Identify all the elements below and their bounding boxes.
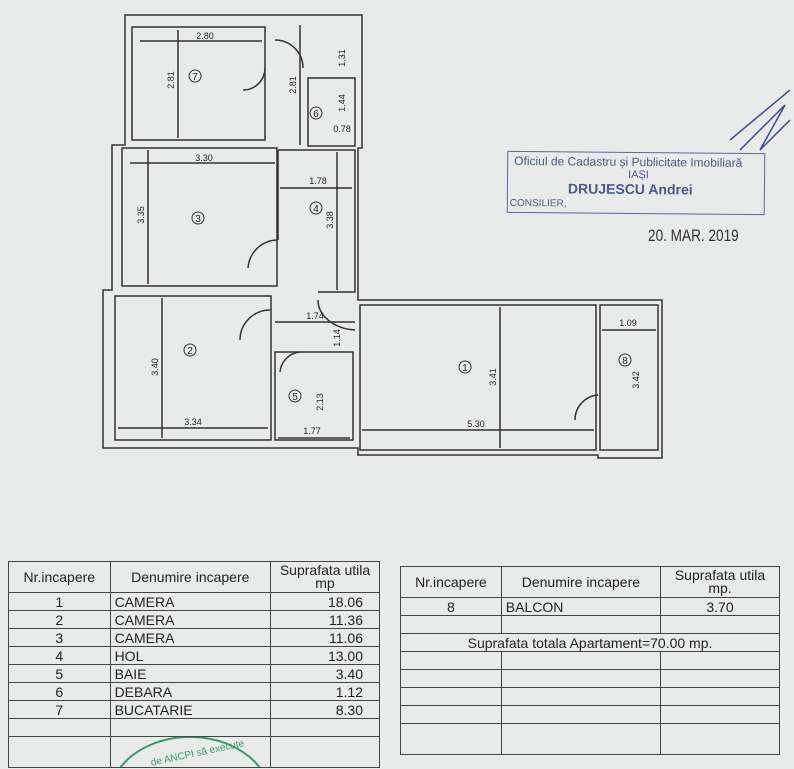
dimension-label: 3.41 <box>488 368 498 386</box>
room-marker-5 <box>288 389 302 403</box>
col-header: Denumire incapere <box>109 561 272 593</box>
col-header: Nr.incapere <box>8 561 111 593</box>
dimension-label: 1.44 <box>337 94 347 112</box>
room-marker-3 <box>191 211 205 225</box>
dimension-label: 3.40 <box>150 358 160 376</box>
dimension-label: 2.80 <box>196 31 214 41</box>
room-number: 5 <box>292 392 298 403</box>
dimension-label: 3.42 <box>631 371 641 389</box>
table-row <box>400 669 780 688</box>
dimension-label: 1.14 <box>332 329 342 347</box>
room-number: 4 <box>313 204 319 215</box>
cell: 1.12 <box>270 682 380 701</box>
signature <box>729 89 791 151</box>
col-header: Nr.incapere <box>400 566 502 598</box>
dimension-label: 5.30 <box>467 419 485 429</box>
cell: 3.70 <box>660 597 780 616</box>
cell: BALCON <box>500 597 662 616</box>
table-row <box>400 723 780 755</box>
room-number: 6 <box>313 109 319 120</box>
cell: 5 <box>8 664 111 683</box>
cell: 3 <box>8 628 111 647</box>
room-number: 8 <box>622 356 628 367</box>
cell: 7 <box>8 700 111 719</box>
cell: 8 <box>400 597 502 616</box>
cell: DEBARA <box>109 682 272 701</box>
dimension-label: 3.35 <box>136 206 146 224</box>
dimension-label: 1.77 <box>303 426 321 436</box>
table-row <box>400 705 780 724</box>
dimension-label: 3.34 <box>184 417 202 427</box>
total-row: Suprafata totala Apartament=70.00 mp. <box>400 633 780 652</box>
dimension-label: 1.31 <box>337 49 347 67</box>
room-marker-2 <box>183 343 197 357</box>
room-marker-7 <box>188 69 202 83</box>
cell: 6 <box>8 682 111 701</box>
dimension-label: 1.09 <box>619 318 637 328</box>
stamp-role: CONSILIER, <box>509 197 567 210</box>
table-row <box>400 615 780 634</box>
cell: 3.40 <box>270 664 380 683</box>
dimension-label: 1.74 <box>306 311 324 321</box>
room-marker-8 <box>618 353 632 367</box>
room-number: 7 <box>192 72 198 83</box>
cell: 8.30 <box>270 700 380 719</box>
cell: CAMERA <box>109 610 272 629</box>
cell: 2 <box>8 610 111 629</box>
dimension-label: 0.78 <box>333 124 351 134</box>
cell: 13.00 <box>270 646 380 665</box>
cell: HOL <box>109 646 272 665</box>
cell: 11.36 <box>270 610 380 629</box>
stamp-office: Oficiul de Cadastru și Publicitate Imobi… <box>514 153 743 170</box>
stamp-date: 20. MAR. 2019 <box>648 226 739 245</box>
table-row <box>8 718 380 737</box>
room-marker-1 <box>458 360 472 374</box>
rooms-table: Nr.incapere Denumire incapere Suprafata … <box>8 561 380 768</box>
col-header: Suprafata utila mp. <box>660 566 780 598</box>
balcony-table: Nr.incapere Denumire incapere Suprafata … <box>400 566 780 755</box>
room-number: 3 <box>195 214 201 225</box>
cell: 11.06 <box>270 628 380 647</box>
cell: 1 <box>8 592 111 611</box>
dimension-label: 2.81 <box>288 76 298 94</box>
table-row <box>8 736 380 768</box>
total-area: Suprafata totala Apartament=70.00 mp. <box>400 633 780 652</box>
table-row <box>400 651 780 670</box>
room-marker-4 <box>309 201 323 215</box>
cell: 4 <box>8 646 111 665</box>
room-number: 2 <box>187 346 193 357</box>
room-marker-6 <box>309 106 323 120</box>
dimension-label: 1.78 <box>309 176 327 186</box>
room-number: 1 <box>462 363 468 374</box>
stamp-name: DRUJESCU Andrei <box>567 180 693 198</box>
dimension-label: 2.81 <box>166 71 176 89</box>
dimension-label: 2.13 <box>315 393 325 411</box>
cell: BAIE <box>109 664 272 683</box>
cell: CAMERA <box>109 592 272 611</box>
col-header: Suprafata utila mp <box>270 561 380 593</box>
cell: CAMERA <box>109 628 272 647</box>
cadastre-stamp: Oficiul de Cadastru și Publicitate Imobi… <box>506 150 766 216</box>
table-row <box>400 687 780 706</box>
col-header: Denumire incapere <box>500 566 662 598</box>
cell: BUCATARIE <box>109 700 272 719</box>
dimension-label: 3.30 <box>195 153 213 163</box>
cell: 18.06 <box>270 592 380 611</box>
stamp-city: IAȘI <box>628 168 649 182</box>
dimension-label: 3.38 <box>325 211 335 229</box>
